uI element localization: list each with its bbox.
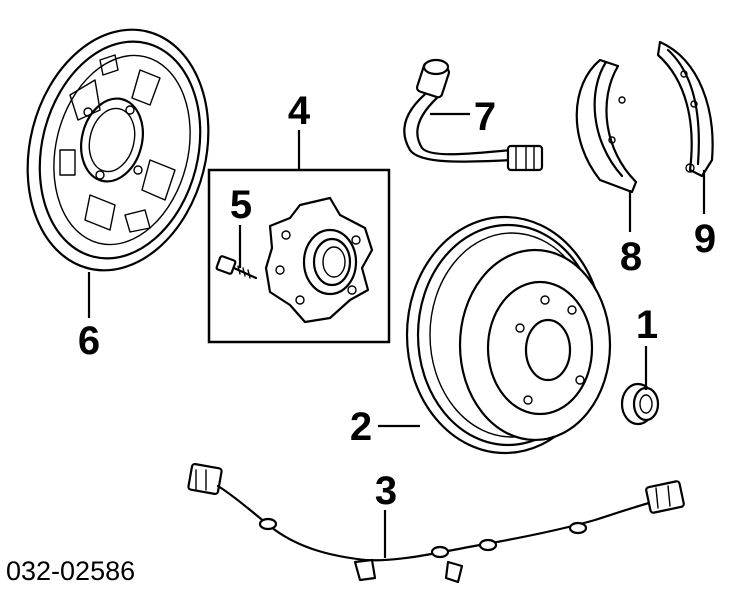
brake-shoe-right [656,40,714,178]
callout-7: 7 [474,95,496,139]
hub-assembly-box [207,168,391,344]
callout-4: 4 [288,89,311,133]
abs-sensor-cable [187,462,685,584]
backing-plate [26,28,210,272]
brake-hose [403,58,544,172]
hub-cap [620,382,660,426]
callout-2: 2 [350,405,372,449]
callout-3: 3 [375,469,397,513]
hub-bolt [215,255,258,280]
leader-lines [87,112,706,558]
callout-9: 9 [694,217,716,261]
callout-5: 5 [230,183,252,227]
brake-shoe-left [575,58,638,194]
brake-drum [405,215,612,455]
callout-6: 6 [78,319,100,363]
callout-1: 1 [636,303,658,347]
callout-8: 8 [620,235,642,279]
diagram-id-label: 032-02586 [6,556,135,586]
